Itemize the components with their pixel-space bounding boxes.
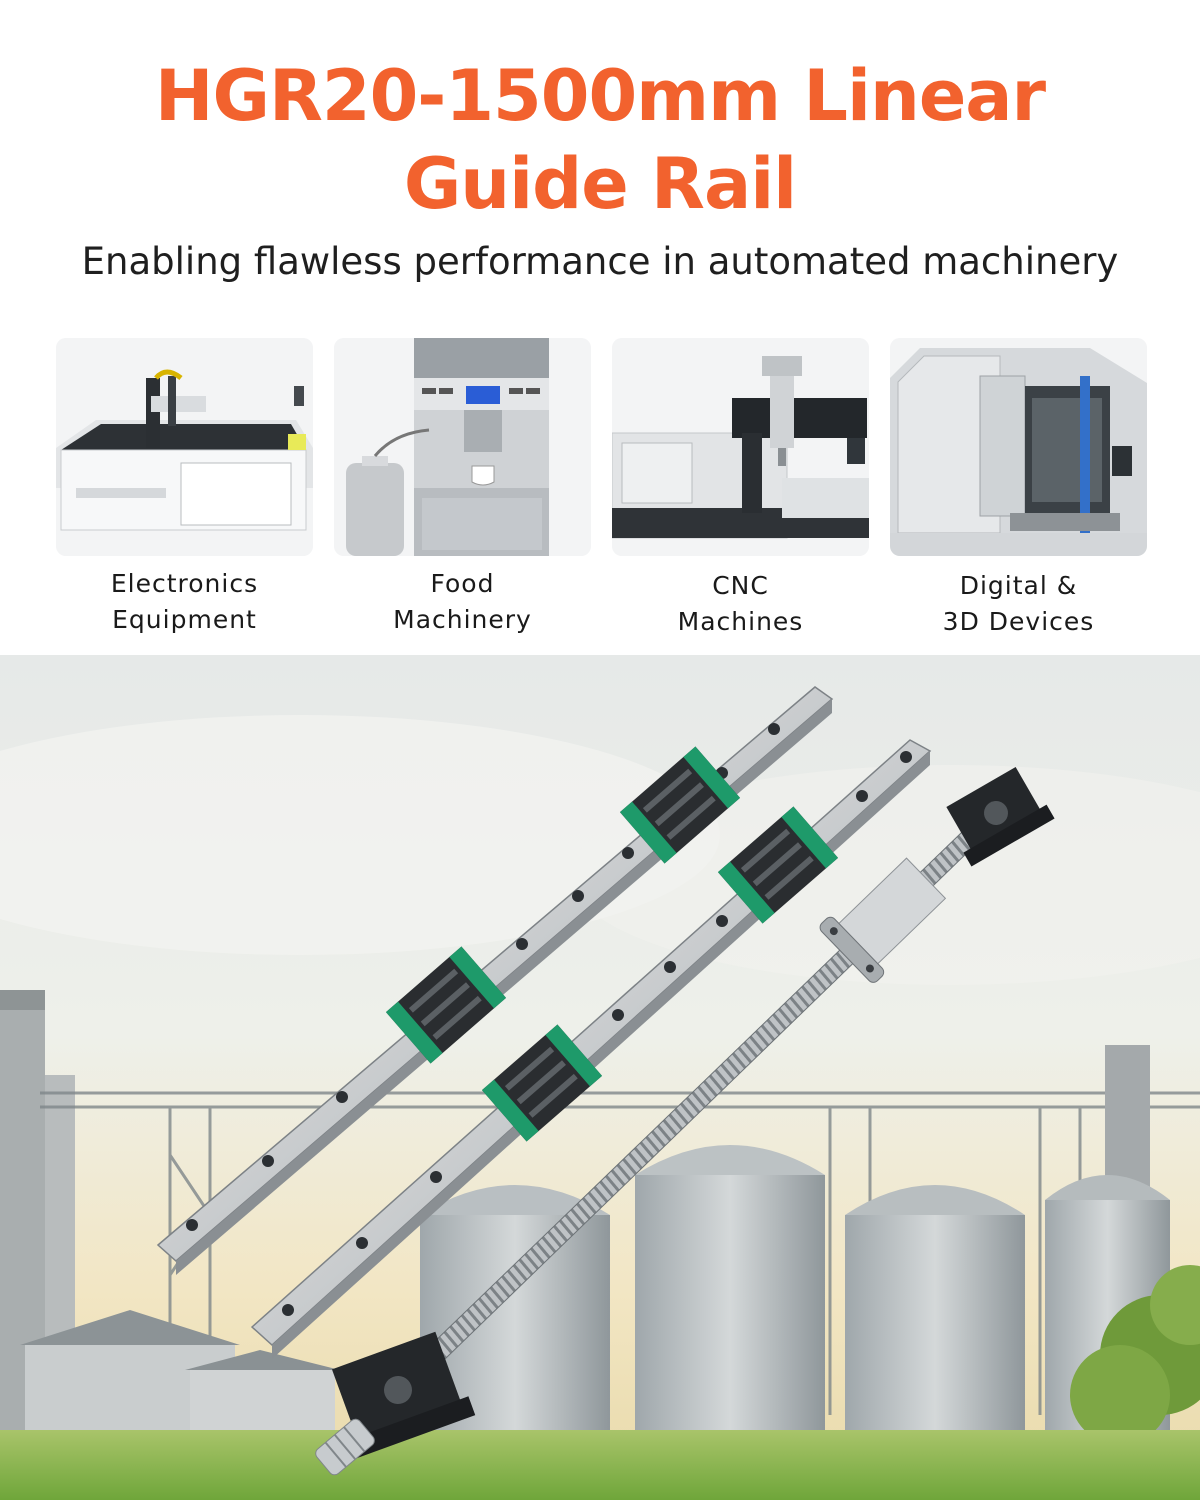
category-label: Electronics Equipment (110, 569, 259, 634)
category-label: Food Machinery (393, 569, 532, 634)
carriage-block-2 (717, 806, 839, 924)
category-label: CNC Machines (677, 571, 804, 636)
product-scene (0, 655, 1200, 1500)
laser-cutter-image (56, 338, 313, 556)
subtitle: Enabling flawless performance in automat… (81, 240, 1119, 283)
carriage-block-1 (619, 746, 741, 864)
title-line-2: Guide Rail (403, 143, 797, 225)
screw-support-block-top (946, 767, 1055, 867)
screw-support-block-bottom (331, 1331, 476, 1459)
category-electronics: Electronics Equipment (56, 338, 313, 638)
category-food: Food Machinery (334, 338, 591, 638)
category-cnc: CNC Machines (612, 338, 869, 638)
category-digital-3d: Digital & 3D Devices (890, 338, 1147, 638)
ball-nut (819, 857, 947, 983)
grass-field (0, 1430, 1200, 1500)
header: HGR20-1500mm Linear Guide Rail Enabling … (0, 0, 1200, 655)
carriage-block-4 (481, 1024, 603, 1142)
background-warehouses (20, 1310, 340, 1435)
carriage-block-3 (385, 946, 507, 1064)
title-line-1: HGR20-1500mm Linear (154, 55, 1046, 137)
application-categories: Electronics Equipment (56, 338, 1148, 638)
page-title: HGR20-1500mm Linear Guide Rail (0, 52, 1200, 228)
background-silos (420, 1145, 1170, 1445)
shaft-coupling (315, 1418, 375, 1476)
category-label: Digital & 3D Devices (942, 571, 1095, 636)
product-illustration (0, 655, 1200, 1500)
background-trees (1070, 1265, 1200, 1445)
coffee-machine-image (334, 338, 591, 556)
machining-center-image (890, 338, 1147, 556)
cnc-machine-image (612, 338, 869, 556)
